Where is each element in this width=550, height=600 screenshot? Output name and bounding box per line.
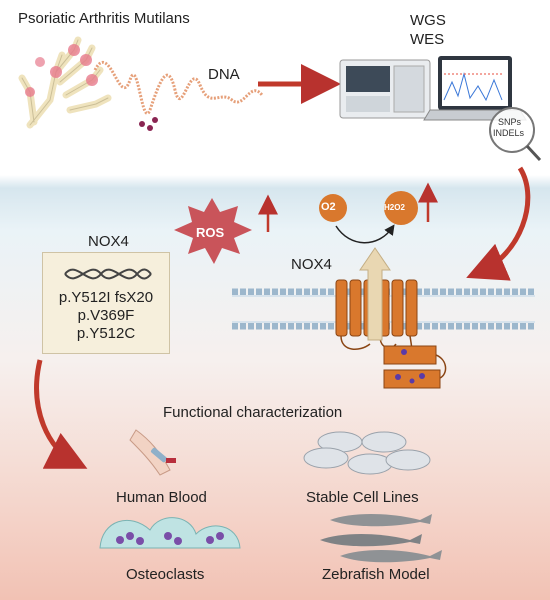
model-zebrafish: Zebrafish Model [322, 566, 430, 583]
osteoclasts-icon [99, 517, 241, 549]
model-stable-cell-lines: Stable Cell Lines [306, 489, 419, 506]
hand-skeleton-icon [18, 36, 112, 129]
magnifier-icon [489, 107, 542, 162]
mutations-to-functional-arrow [34, 359, 88, 469]
indels-label: INDELs [493, 128, 525, 138]
sequencing-to-membrane-arrow [466, 166, 531, 281]
cell-culture-dishes-icon [303, 431, 431, 475]
functional-heading: Functional characterization [163, 404, 343, 421]
model-human-blood: Human Blood [116, 489, 207, 506]
zebrafish-icon [320, 514, 442, 563]
mutation-box: p.Y512I fsX20 p.V369F p.Y512C [42, 252, 170, 354]
wes-label: WES [410, 31, 445, 48]
nox4-membrane-label: NOX4 [291, 256, 332, 273]
mutation-2: p.V369F [77, 307, 135, 324]
model-osteoclasts: Osteoclasts [126, 566, 205, 583]
dna-helix-icon [64, 268, 152, 280]
electron-transfer-arrow [359, 247, 391, 341]
dna-strand-icon [93, 60, 264, 131]
blood-draw-icon [129, 429, 176, 476]
h2o2-label: H2O2 [384, 203, 405, 212]
page-title: Psoriatic Arthritis Mutilans [18, 10, 190, 27]
reaction-arrow [335, 224, 395, 244]
mutation-1: p.Y512I fsX20 [58, 289, 154, 306]
mutation-3: p.Y512C [76, 325, 136, 342]
dna-label: DNA [208, 66, 240, 83]
wgs-label: WGS [410, 12, 446, 29]
ros-label: ROS [196, 225, 225, 240]
snps-label: SNPs [498, 117, 522, 127]
ros-starburst [174, 198, 252, 264]
o2-circle [319, 194, 347, 222]
sequencer-icon [339, 59, 431, 119]
nox4-panel-title: NOX4 [88, 233, 129, 250]
o2-label: O2 [321, 201, 336, 213]
nox4-protein [335, 279, 447, 389]
h2o2-circle [384, 191, 418, 225]
